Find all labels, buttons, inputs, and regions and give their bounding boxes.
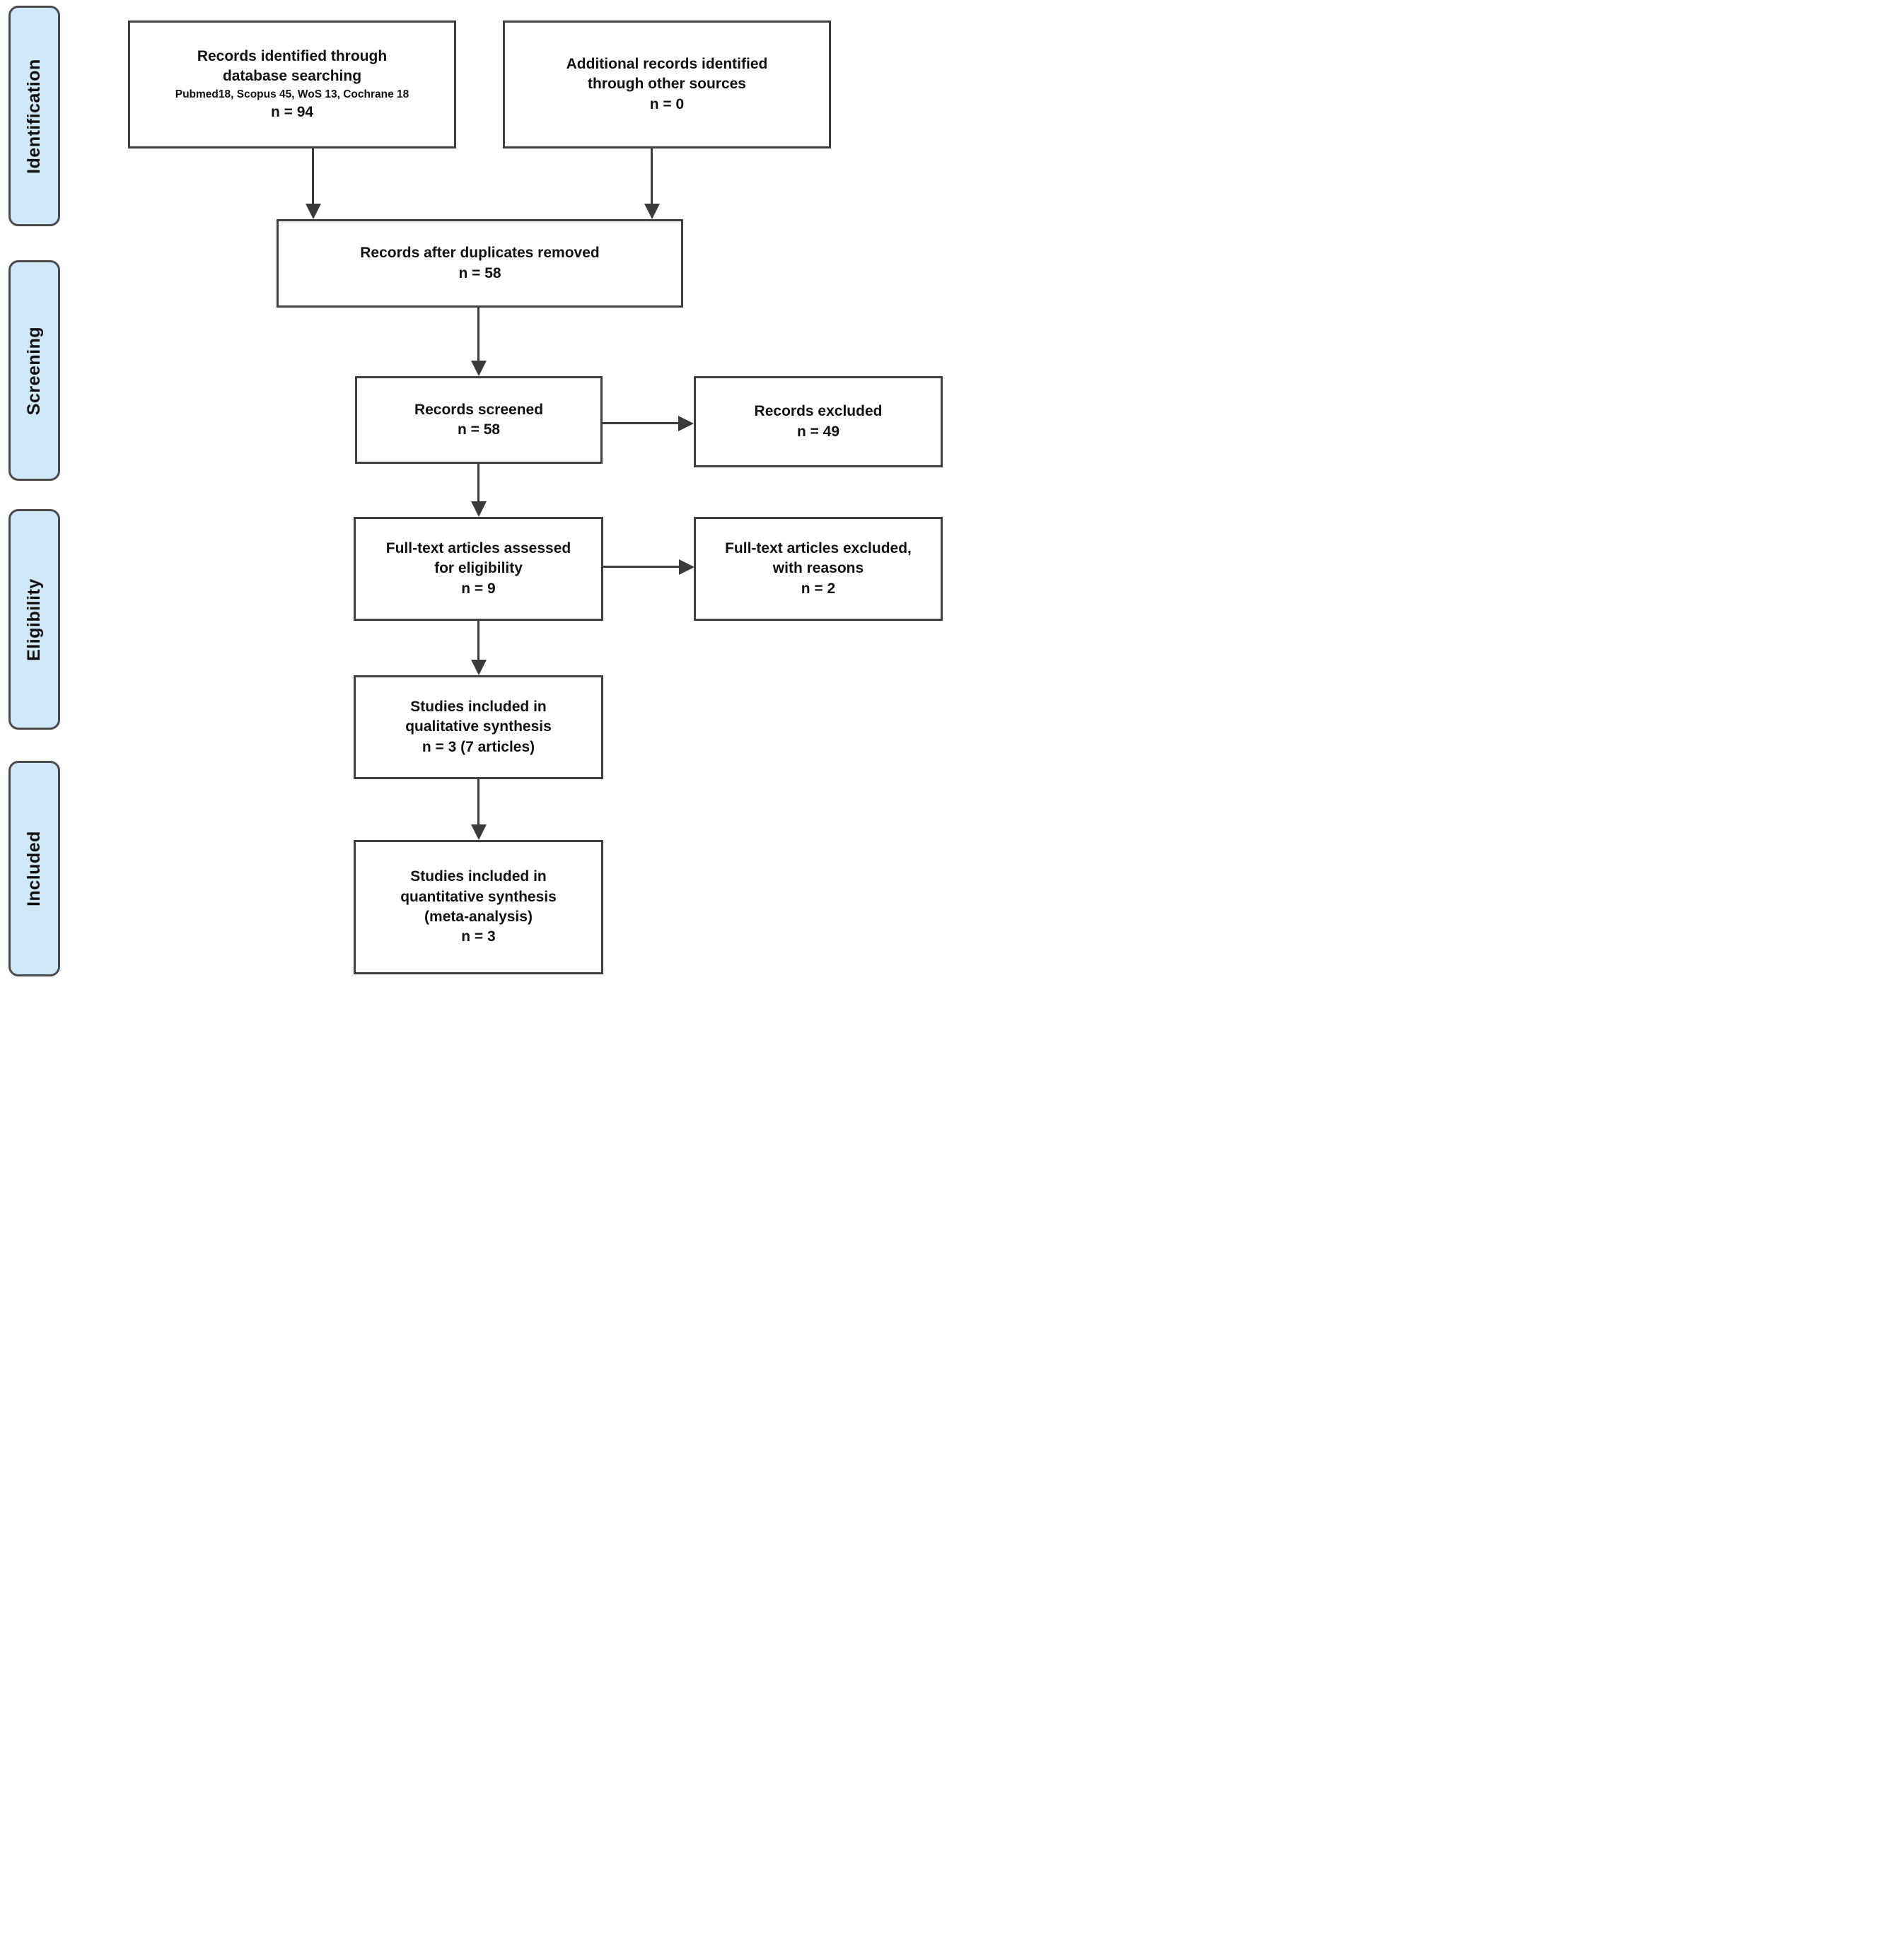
stage-tab-included: Included [8,761,60,976]
box-additional-records-text: Additional records identified through ot… [566,55,768,93]
box-records-identified-text: Records identified through database sear… [197,48,388,85]
stage-label-eligibility: Eligibility [24,578,44,661]
arrow-additional-to-duplicates [651,148,653,204]
box-records-excluded-count: n = 49 [796,423,840,440]
arrow-fulltext-to-qualitative [477,621,479,660]
box-records-identified-sources: Pubmed18, Scopus 45, WoS 13, Cochrane 18 [175,88,409,100]
box-fulltext-excluded-count: n = 2 [801,580,836,597]
box-records-excluded: Records excluded n = 49 [694,376,943,467]
box-qualitative-synthesis-count: n = 3 (7 articles) [422,738,535,755]
arrow-duplicates-to-screened [477,308,479,361]
box-quantitative-synthesis-text: Studies included in quantitative synthes… [400,868,557,925]
box-records-identified-count: n = 94 [270,103,314,120]
box-after-duplicates: Records after duplicates removed n = 58 [277,219,683,308]
prisma-flow-diagram: Identification Screening Eligibility Inc… [0,0,950,980]
stage-tab-screening: Screening [8,260,60,481]
box-records-screened-count: n = 58 [457,421,501,438]
stage-label-identification: Identification [24,58,44,174]
arrow-qualitative-to-quantitative [477,779,479,825]
box-quantitative-synthesis-count: n = 3 [461,928,496,945]
box-after-duplicates-count: n = 58 [458,264,501,281]
box-qualitative-synthesis: Studies included in qualitative synthesi… [354,675,603,779]
arrow-identified-to-duplicates [312,148,314,204]
box-quantitative-synthesis: Studies included in quantitative synthes… [354,840,603,974]
box-fulltext-assessed-text: Full-text articles assessed for eligibil… [385,539,571,577]
box-fulltext-excluded-text: Full-text articles excluded, with reason… [725,539,912,577]
arrow-screened-to-fulltext [477,464,479,502]
box-additional-records-count: n = 0 [649,95,685,112]
box-fulltext-assessed-count: n = 9 [461,580,496,597]
box-additional-records: Additional records identified through ot… [503,21,831,148]
box-qualitative-synthesis-text: Studies included in qualitative synthesi… [405,698,552,735]
box-records-screened: Records screened n = 58 [355,376,603,464]
arrow-screened-to-excluded [603,422,679,424]
box-records-identified: Records identified through database sear… [128,21,456,148]
stage-label-included: Included [24,831,45,906]
box-fulltext-excluded: Full-text articles excluded, with reason… [694,517,943,621]
box-fulltext-assessed: Full-text articles assessed for eligibil… [354,517,603,621]
stage-tab-identification: Identification [8,6,60,226]
arrow-fulltext-to-excluded [603,566,680,568]
stage-tab-eligibility: Eligibility [8,509,60,730]
box-records-screened-text: Records screened [414,401,544,418]
box-after-duplicates-text: Records after duplicates removed [360,245,600,262]
stage-label-screening: Screening [24,326,44,415]
box-records-excluded-text: Records excluded [754,403,883,420]
